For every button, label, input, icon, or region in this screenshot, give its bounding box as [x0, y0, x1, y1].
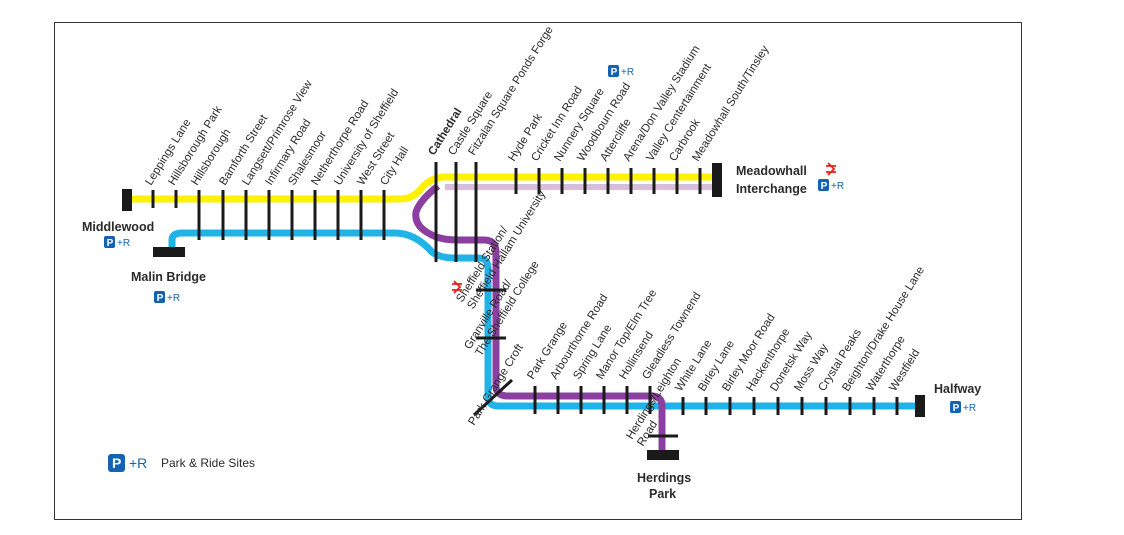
yellow-route-line: [132, 173, 717, 203]
park-and-ride-icon: P +R: [154, 291, 180, 304]
terminus-label-malin-bridge: Malin Bridge: [131, 270, 206, 284]
svg-text:+R: +R: [621, 67, 634, 78]
terminus-middlewood[interactable]: Middlewood P +R: [82, 189, 154, 249]
blue-route-line: [168, 229, 918, 410]
legend-park-and-ride-icon: P +R: [108, 454, 147, 472]
park-and-ride-icon: P +R: [818, 179, 844, 192]
terminus-label-herdings-line1: Herdings: [637, 471, 691, 485]
stop-tick: [472, 378, 514, 417]
svg-text:P: P: [157, 293, 164, 304]
svg-text:+R: +R: [117, 238, 130, 249]
terminus-bar-middlewood: [122, 189, 132, 211]
svg-text:+R: +R: [129, 455, 147, 471]
terminus-bar-malin-bridge: [153, 247, 185, 257]
svg-text:P: P: [821, 181, 828, 192]
terminus-malin-bridge[interactable]: Malin Bridge P +R: [131, 247, 206, 304]
svg-text:+R: +R: [963, 403, 976, 414]
svg-text:+R: +R: [831, 181, 844, 192]
tram-map-frame: [54, 22, 1022, 520]
terminus-label-halfway: Halfway: [934, 382, 981, 396]
terminus-meadowhall[interactable]: Meadowhall Interchange P +R: [712, 162, 844, 197]
park-and-ride-icon: P +R: [608, 65, 634, 78]
park-and-ride-icon: P +R: [950, 401, 976, 414]
national-rail-icon: [826, 162, 836, 176]
legend-label: Park & Ride Sites: [161, 456, 255, 470]
svg-text:+R: +R: [167, 293, 180, 304]
svg-text:P: P: [953, 403, 960, 414]
terminus-label-meadowhall-line2: Interchange: [736, 182, 807, 196]
stop-ticks: [151, 162, 899, 438]
terminus-bar-halfway: [915, 395, 925, 417]
legend: P +R Park & Ride Sites: [108, 454, 255, 472]
svg-text:P: P: [107, 238, 114, 249]
terminus-label-middlewood: Middlewood: [82, 220, 154, 234]
terminus-halfway[interactable]: Halfway P +R: [915, 382, 981, 417]
terminus-label-herdings-line2: Park: [649, 487, 676, 501]
terminus-label-meadowhall-line1: Meadowhall: [736, 164, 807, 178]
stop-label[interactable]: Meadowhall South/Tinsley: [690, 44, 771, 164]
park-and-ride-icon: P +R: [104, 236, 130, 249]
national-rail-icon: [452, 280, 462, 294]
terminus-herdings-park[interactable]: Herdings Park: [637, 450, 691, 501]
purple-route-line: [412, 183, 666, 455]
svg-text:P: P: [112, 455, 121, 471]
terminus-bar-herdings-park: [647, 450, 679, 460]
svg-text:P: P: [611, 67, 618, 78]
terminus-bar-meadowhall: [712, 163, 722, 197]
route-lines: [132, 173, 918, 455]
